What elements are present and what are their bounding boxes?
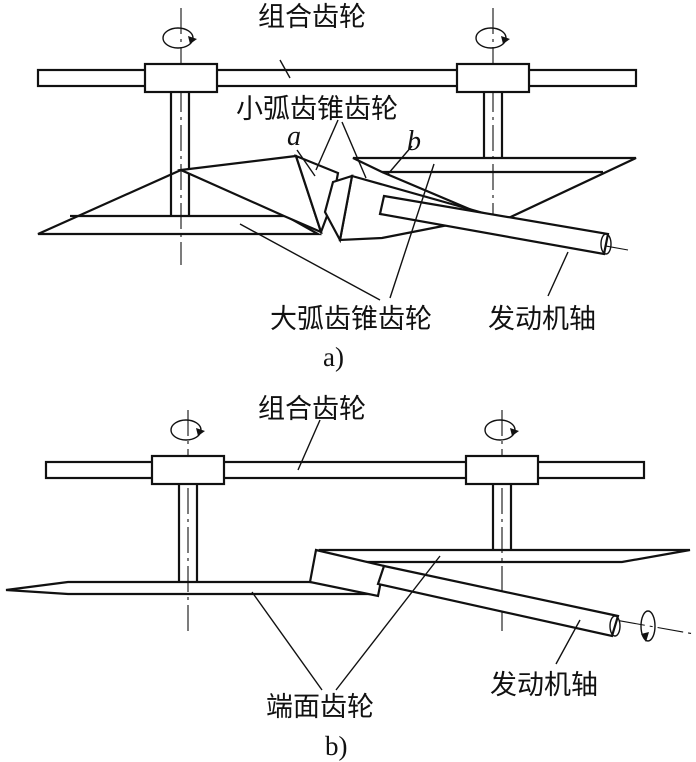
combined-gear-shaft-b	[44, 460, 646, 480]
caption-b: b)	[325, 731, 348, 761]
hub-right-a	[455, 62, 531, 94]
face-gear-upper	[318, 548, 691, 564]
label-small-spiral-bevel-gear: 小弧齿锥齿轮	[236, 94, 398, 125]
rotation-arrow-left-b-icon	[170, 419, 205, 441]
hub-left-a	[143, 62, 219, 94]
figure-b: 组合齿轮 端面齿轮 发动机轴 b)	[5, 394, 695, 761]
rotation-arrow-right-b-icon	[484, 419, 519, 441]
engine-shaft-b	[308, 548, 621, 638]
label-b: b	[407, 126, 421, 157]
engine-shaft-a	[378, 194, 612, 256]
rotation-arrow-left-a-icon	[162, 27, 197, 49]
caption-a: a)	[323, 342, 344, 372]
rotation-arrow-right-a-icon	[475, 27, 510, 49]
leader-lines-b	[251, 419, 581, 691]
label-combined-gear-a: 组合齿轮	[258, 2, 366, 33]
label-a: a	[287, 121, 301, 152]
label-combined-gear-b: 组合齿轮	[258, 394, 366, 425]
label-face-gear: 端面齿轮	[266, 692, 374, 723]
post-right-a	[482, 92, 504, 158]
label-engine-shaft-b: 发动机轴	[490, 670, 598, 701]
figure-a: 组合齿轮 小弧齿锥齿轮 a b 大弧齿锥齿轮 发动机轴 a)	[36, 2, 638, 372]
post-left-b	[177, 484, 199, 582]
hub-left-b	[150, 454, 226, 486]
rotation-arrow-shaft-b-icon	[640, 610, 656, 642]
post-left-a	[169, 92, 191, 216]
small-spiral-bevel-gear-a	[176, 154, 340, 236]
label-large-spiral-bevel-gear: 大弧齿锥齿轮	[270, 304, 432, 335]
leader-lines-a	[239, 59, 569, 301]
hub-right-b	[464, 454, 540, 486]
label-engine-shaft-a: 发动机轴	[488, 304, 596, 335]
post-right-b	[491, 484, 513, 550]
combined-gear-shaft-a	[36, 68, 638, 88]
